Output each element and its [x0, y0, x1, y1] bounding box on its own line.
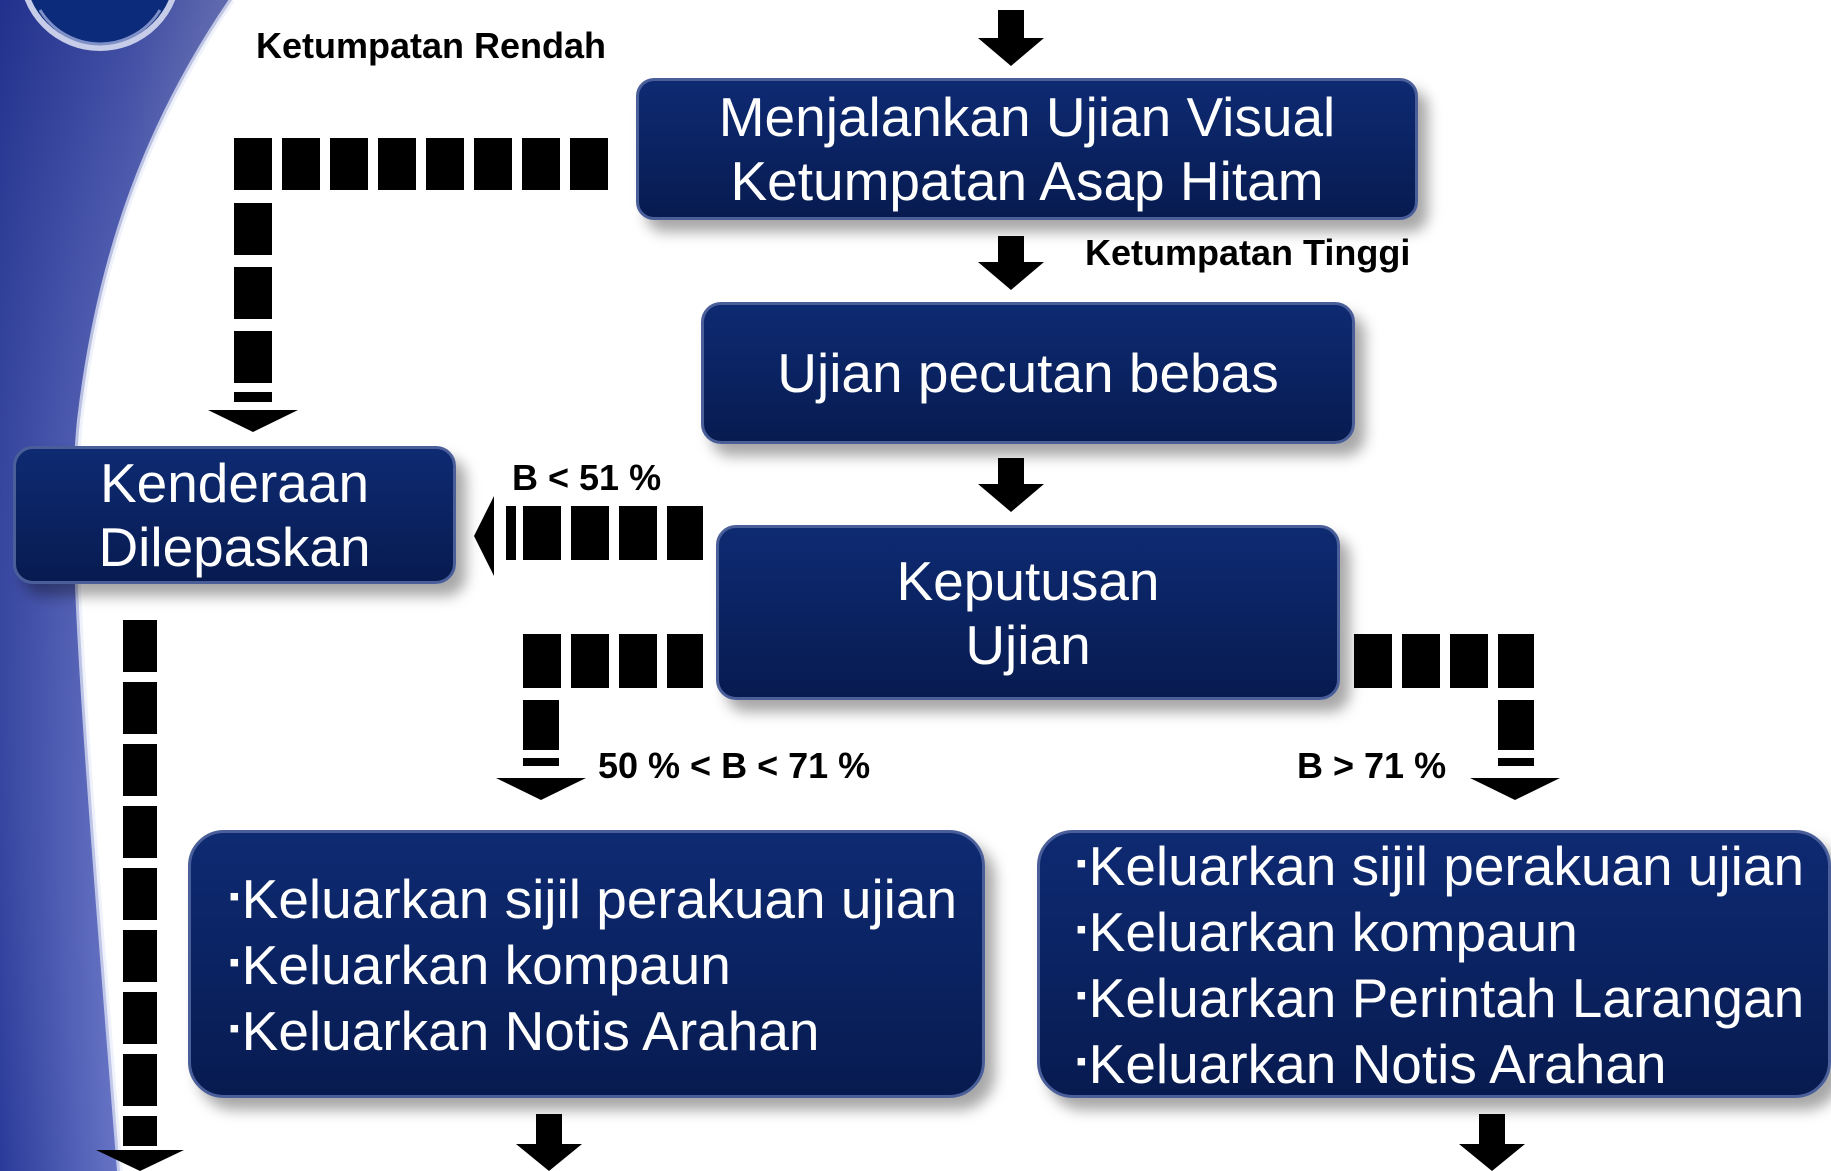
outcome-high-item: ▪Keluarkan Perintah Larangan — [1076, 967, 1805, 1029]
bullet-icon: ▪ — [229, 1012, 240, 1045]
arrow-below-51 — [474, 496, 703, 576]
logo — [24, 0, 176, 51]
arrow-mid-exit — [516, 1114, 582, 1171]
node-visual-test-line-2: Ketumpatan Asap Hitam — [730, 150, 1324, 212]
bullet-icon: ▪ — [1076, 979, 1087, 1012]
sidebar-shade — [0, 0, 232, 1171]
bullet-icon: ▪ — [229, 880, 240, 913]
node-visual-test: Menjalankan Ujian Visual Ketumpatan Asap… — [636, 78, 1418, 220]
bullet-icon: ▪ — [1076, 913, 1087, 946]
node-visual-test-line-1: Menjalankan Ujian Visual — [718, 86, 1336, 148]
arrow-acceleration-to-decision — [978, 458, 1044, 512]
edge-label-above-71: B > 71 % — [1297, 745, 1447, 786]
edge-label-high-density: Ketumpatan Tinggi — [1085, 232, 1411, 273]
outcome-high-item: ▪Keluarkan Notis Arahan — [1076, 1033, 1667, 1095]
node-test-decision-line-1: Keputusan — [896, 549, 1160, 612]
node-vehicle-released: Kenderaan Dilepaskan — [13, 446, 456, 584]
edge-label-between-50-71: 50 % < B < 71 % — [598, 745, 871, 786]
edge-label-below-51: B < 51 % — [512, 457, 662, 498]
node-outcome-mid: ▪Keluarkan sijil perakuan ujian ▪Keluark… — [188, 830, 985, 1098]
edge-label-low-density: Ketumpatan Rendah — [256, 25, 607, 66]
arrow-high-exit — [1459, 1114, 1525, 1171]
bullet-icon: ▪ — [1076, 847, 1087, 880]
node-test-decision: Keputusan Ujian — [716, 525, 1340, 700]
arrow-low-density — [208, 138, 608, 432]
node-acceleration-test-label: Ujian pecutan bebas — [777, 342, 1279, 404]
arrow-released-exit — [96, 620, 184, 1171]
arrow-between-50-71 — [496, 634, 703, 800]
arrow-visual-to-acceleration — [978, 236, 1044, 290]
sidebar-edge — [73, 0, 235, 1171]
node-acceleration-test: Ujian pecutan bebas — [701, 302, 1355, 444]
node-vehicle-released-line-2: Dilepaskan — [98, 516, 371, 578]
node-test-decision-line-2: Ujian — [965, 613, 1091, 676]
arrow-above-71 — [1354, 634, 1560, 800]
entry-arrow — [978, 10, 1044, 66]
outcome-mid-item: ▪Keluarkan sijil perakuan ujian — [229, 868, 958, 930]
outcome-high-item: ▪Keluarkan sijil perakuan ujian — [1076, 835, 1805, 897]
outcome-mid-item: ▪Keluarkan Notis Arahan — [229, 1000, 820, 1062]
bullet-icon: ▪ — [229, 946, 240, 979]
outcome-high-item: ▪Keluarkan kompaun — [1076, 901, 1578, 963]
node-outcome-high: ▪Keluarkan sijil perakuan ujian ▪Keluark… — [1037, 830, 1831, 1098]
node-vehicle-released-line-1: Kenderaan — [99, 452, 370, 514]
bullet-icon: ▪ — [1076, 1045, 1087, 1078]
outcome-mid-item: ▪Keluarkan kompaun — [229, 934, 731, 996]
